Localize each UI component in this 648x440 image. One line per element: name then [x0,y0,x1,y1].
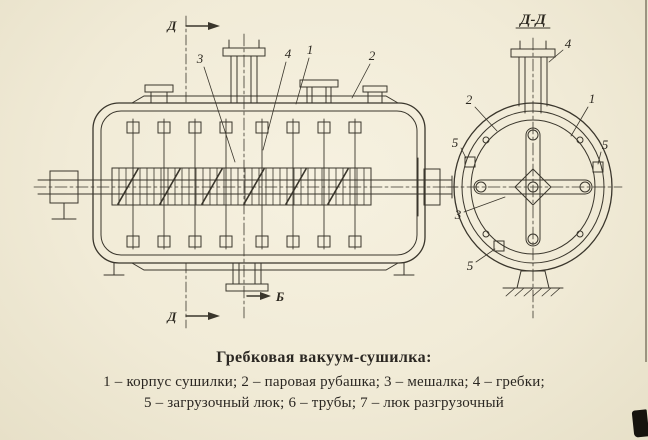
leader-callout-1-section [570,106,589,137]
callout-1-main: 1 [307,42,314,57]
jacket-bottom-closure [131,262,399,271]
far-right-nozzle [362,85,388,104]
hatch-port-lower-left [493,240,505,252]
leader-callout-1 [295,57,310,105]
leader-callout-4-section [548,49,564,63]
shell-ring [470,119,596,255]
paddle-blocks-bottom [126,235,362,248]
section-letter-top: Д [167,18,178,33]
leader-callout-5-bottom [475,248,496,263]
section-letter-bottom: Д [167,309,178,324]
figure-caption: Гребковая вакуум-сушилка: 1 – корпус суш… [0,349,648,414]
discharge-hatch [225,262,269,292]
figure-drawing: Д Д Б 3 4 1 2 [33,12,623,329]
section-cut-mark-bottom [185,262,220,329]
dryer-shell-outline [100,110,418,256]
callout-1-section: 1 [589,91,596,106]
section-bottom-support [502,270,564,297]
right-stuffing-box [423,168,441,206]
steam-jacket-outline [92,102,426,264]
leader-callout-3 [203,66,236,163]
left-bearing-support [51,202,77,220]
leader-callout-4 [262,61,287,151]
section-view-title: Д-Д [518,12,546,28]
main-view-drawing [33,15,459,329]
hatch-port-upper-left [464,156,476,168]
paddle-blocks-top [126,121,362,134]
callout-2-main: 2 [369,48,376,63]
jacket-spacer-bolt [576,136,584,144]
view-letter-b: Б [275,289,284,304]
right-top-nozzle [299,79,339,104]
callout-3-main: 3 [196,51,204,66]
scan-corner-artifact [631,409,648,438]
paddle-cross-agitator [473,127,593,247]
callout-5-right: 5 [602,137,609,152]
jacket-spacer-bolt [576,230,584,238]
section-crosshair [445,37,623,319]
leader-callout-3-section [463,196,506,213]
callout-2-section: 2 [466,92,473,107]
callout-4-main: 4 [285,46,292,61]
legend-line-2: 5 – загрузочный люк; 6 – трубы; 7 – люк … [143,395,505,411]
jacket-inner-ring [461,110,605,264]
leader-callout-2-section [474,106,498,132]
section-top-pipe [510,40,556,114]
bottom-feet [103,262,415,276]
callout-5-bottom: 5 [467,258,474,273]
tubes [132,118,356,250]
callout-4-section: 4 [565,36,572,51]
legend-line-1: 1 – корпус сушилки; 2 – паровая рубашка;… [103,374,545,390]
scan-edge-artifact [645,0,647,362]
loading-hatch [222,39,266,104]
section-cut-mark-top [185,15,220,103]
callout-5-left: 5 [452,135,459,150]
leader-callout-5-left [460,147,467,159]
jacket-spacer-bolt [482,136,490,144]
jacket-spacer-bolt [482,230,490,238]
cross-section-drawing [445,27,623,319]
left-top-nozzle [144,84,174,104]
leader-callout-2 [351,63,371,99]
agitator-band-outline [111,167,372,206]
agitator-spiral-strokes [117,168,349,205]
jacket-top-closure [131,95,399,104]
hatch-port-right [592,161,604,173]
leader-callout-5-right [597,151,602,165]
view-mark-b-arrow [246,292,271,300]
figure-title: Гребковая вакуум-сушилка: [216,349,432,366]
agitator-band-ribs [111,167,372,206]
callout-3-section: 3 [454,207,462,222]
